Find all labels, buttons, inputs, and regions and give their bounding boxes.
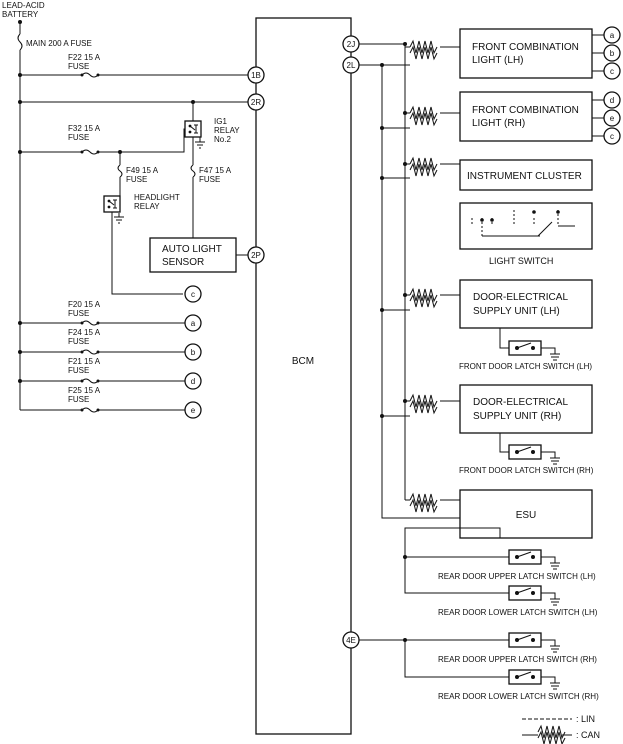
front-combination-light-lh: FRONT COMBINATION LIGHT (LH) a b c [382,26,621,80]
svg-text:b: b [610,49,615,58]
bcm-box: BCM [255,17,352,735]
connector-1b: 1B [247,66,265,84]
instrument-cluster: INSTRUMENT CLUSTER [380,157,593,191]
svg-text:e: e [610,114,615,123]
bcm-label: BCM [292,356,314,367]
rear-rh-switches: REAR DOOR UPPER LATCH SWITCH (RH) REAR D… [359,632,599,701]
f21-fuse: F21 15 A FUSE d [18,357,202,390]
svg-text:F47 15 A: F47 15 A [199,166,232,175]
svg-text:FUSE: FUSE [68,309,89,318]
svg-text:FRONT DOOR LATCH SWITCH (LH): FRONT DOOR LATCH SWITCH (LH) [459,362,592,371]
ref-e-left [184,401,202,419]
svg-text:FUSE: FUSE [68,133,89,142]
svg-text:c: c [610,67,614,76]
svg-text:F49 15 A: F49 15 A [126,166,159,175]
svg-text:2L: 2L [347,61,356,70]
connector-2j: 2J [342,35,360,53]
svg-text:FUSE: FUSE [68,366,89,375]
svg-text:F25 15 A: F25 15 A [68,386,101,395]
f49-fuse: F49 15 A FUSE [117,150,159,196]
door-electrical-supply-unit-rh: DOOR-ELECTRICAL SUPPLY UNIT (RH) FRONT D… [380,384,594,475]
svg-text:ESU: ESU [516,510,537,521]
svg-text:FUSE: FUSE [68,337,89,346]
svg-text:IG1: IG1 [214,117,227,126]
svg-text:F22 15 A: F22 15 A [68,53,101,62]
svg-text:LIGHT (LH): LIGHT (LH) [472,55,524,66]
svg-text:F32 15 A: F32 15 A [68,124,101,133]
svg-text:a: a [191,319,196,328]
svg-text:2P: 2P [251,251,261,260]
svg-text:2J: 2J [347,40,355,49]
ref-d-left [184,372,202,390]
front-combination-light-rh: FRONT COMBINATION LIGHT (RH) d e c [380,91,621,145]
svg-text:SUPPLY UNIT (RH): SUPPLY UNIT (RH) [473,411,561,422]
battery-label-1: LEAD-ACID [2,1,45,10]
light-switch: LIGHT SWITCH [459,202,593,266]
connector-4e: 4E [342,631,360,649]
svg-text:LIGHT SWITCH: LIGHT SWITCH [489,256,553,266]
legend-can: : CAN [576,730,600,740]
main-fuse-symbol [17,33,23,51]
f25-fuse: F25 15 A FUSE e [20,386,202,419]
svg-text:SUPPLY UNIT (LH): SUPPLY UNIT (LH) [473,306,560,317]
svg-text:FRONT DOOR LATCH SWITCH (RH): FRONT DOOR LATCH SWITCH (RH) [459,466,594,475]
headlight-relay: HEADLIGHT RELAY [103,193,183,295]
svg-text:FRONT COMBINATION: FRONT COMBINATION [472,105,579,116]
svg-text:FUSE: FUSE [68,62,89,71]
svg-text:REAR DOOR UPPER LATCH SWITCH (: REAR DOOR UPPER LATCH SWITCH (LH) [438,572,596,581]
svg-text:LIGHT (RH): LIGHT (RH) [472,118,525,129]
svg-text:INSTRUMENT CLUSTER: INSTRUMENT CLUSTER [467,171,582,182]
svg-text:c: c [191,290,195,299]
ig1-relay: IG1 RELAY No.2 [184,117,240,149]
svg-text:2R: 2R [251,98,261,107]
svg-text:F24 15 A: F24 15 A [68,328,101,337]
door-electrical-supply-unit-lh: DOOR-ELECTRICAL SUPPLY UNIT (LH) FRONT D… [380,279,593,371]
f24-fuse: F24 15 A FUSE b [18,328,202,361]
svg-text:HEADLIGHT: HEADLIGHT [134,193,180,202]
connector-2r: 2R [247,93,265,111]
svg-text:DOOR-ELECTRICAL: DOOR-ELECTRICAL [473,292,568,303]
f32-fuse: F32 15 A FUSE [18,124,185,155]
svg-text:d: d [191,377,195,386]
svg-text:DOOR-ELECTRICAL: DOOR-ELECTRICAL [473,397,568,408]
svg-text:d: d [610,96,614,105]
svg-text:RELAY: RELAY [134,202,160,211]
ref-a-left [184,314,202,332]
svg-text:No.2: No.2 [214,135,231,144]
svg-text:a: a [610,31,615,40]
svg-text:F20 15 A: F20 15 A [68,300,101,309]
connector-2l: 2L [342,56,360,74]
svg-text:e: e [191,406,196,415]
svg-text:1B: 1B [251,71,261,80]
svg-text:FUSE: FUSE [126,175,147,184]
f20-fuse: F20 15 A FUSE a [18,300,202,332]
svg-text:c: c [610,132,614,141]
f47-fuse: F47 15 A FUSE [190,160,232,238]
svg-text:FUSE: FUSE [68,395,89,404]
f22-fuse: F22 15 A FUSE [18,53,248,78]
legend: : LIN : CAN [522,714,600,744]
svg-text:FRONT COMBINATION: FRONT COMBINATION [472,42,579,53]
esu: ESU REAR DOOR UPPER LATCH SWITCH (LH) RE… [403,489,598,617]
svg-text:REAR DOOR UPPER LATCH SWITCH (: REAR DOOR UPPER LATCH SWITCH (RH) [438,655,597,664]
ref-c-left: c [184,285,202,303]
svg-text:AUTO LIGHT: AUTO LIGHT [162,244,222,255]
svg-text:RELAY: RELAY [214,126,240,135]
connector-2p: 2P [247,246,265,264]
ref-b-left [184,343,202,361]
svg-text:REAR DOOR LOWER LATCH SWITCH (: REAR DOOR LOWER LATCH SWITCH (RH) [438,692,599,701]
main-fuse-label: MAIN 200 A FUSE [26,39,92,48]
svg-text:F21 15 A: F21 15 A [68,357,101,366]
battery: LEAD-ACID BATTERY [2,1,45,24]
svg-text:FUSE: FUSE [199,175,220,184]
battery-label-2: BATTERY [2,10,39,19]
svg-text:b: b [191,348,196,357]
legend-lin: : LIN [576,714,595,724]
auto-light-sensor: AUTO LIGHT SENSOR [149,237,248,273]
svg-text:4E: 4E [346,636,356,645]
svg-text:REAR DOOR LOWER LATCH SWITCH (: REAR DOOR LOWER LATCH SWITCH (LH) [438,608,598,617]
svg-text:SENSOR: SENSOR [162,257,204,268]
